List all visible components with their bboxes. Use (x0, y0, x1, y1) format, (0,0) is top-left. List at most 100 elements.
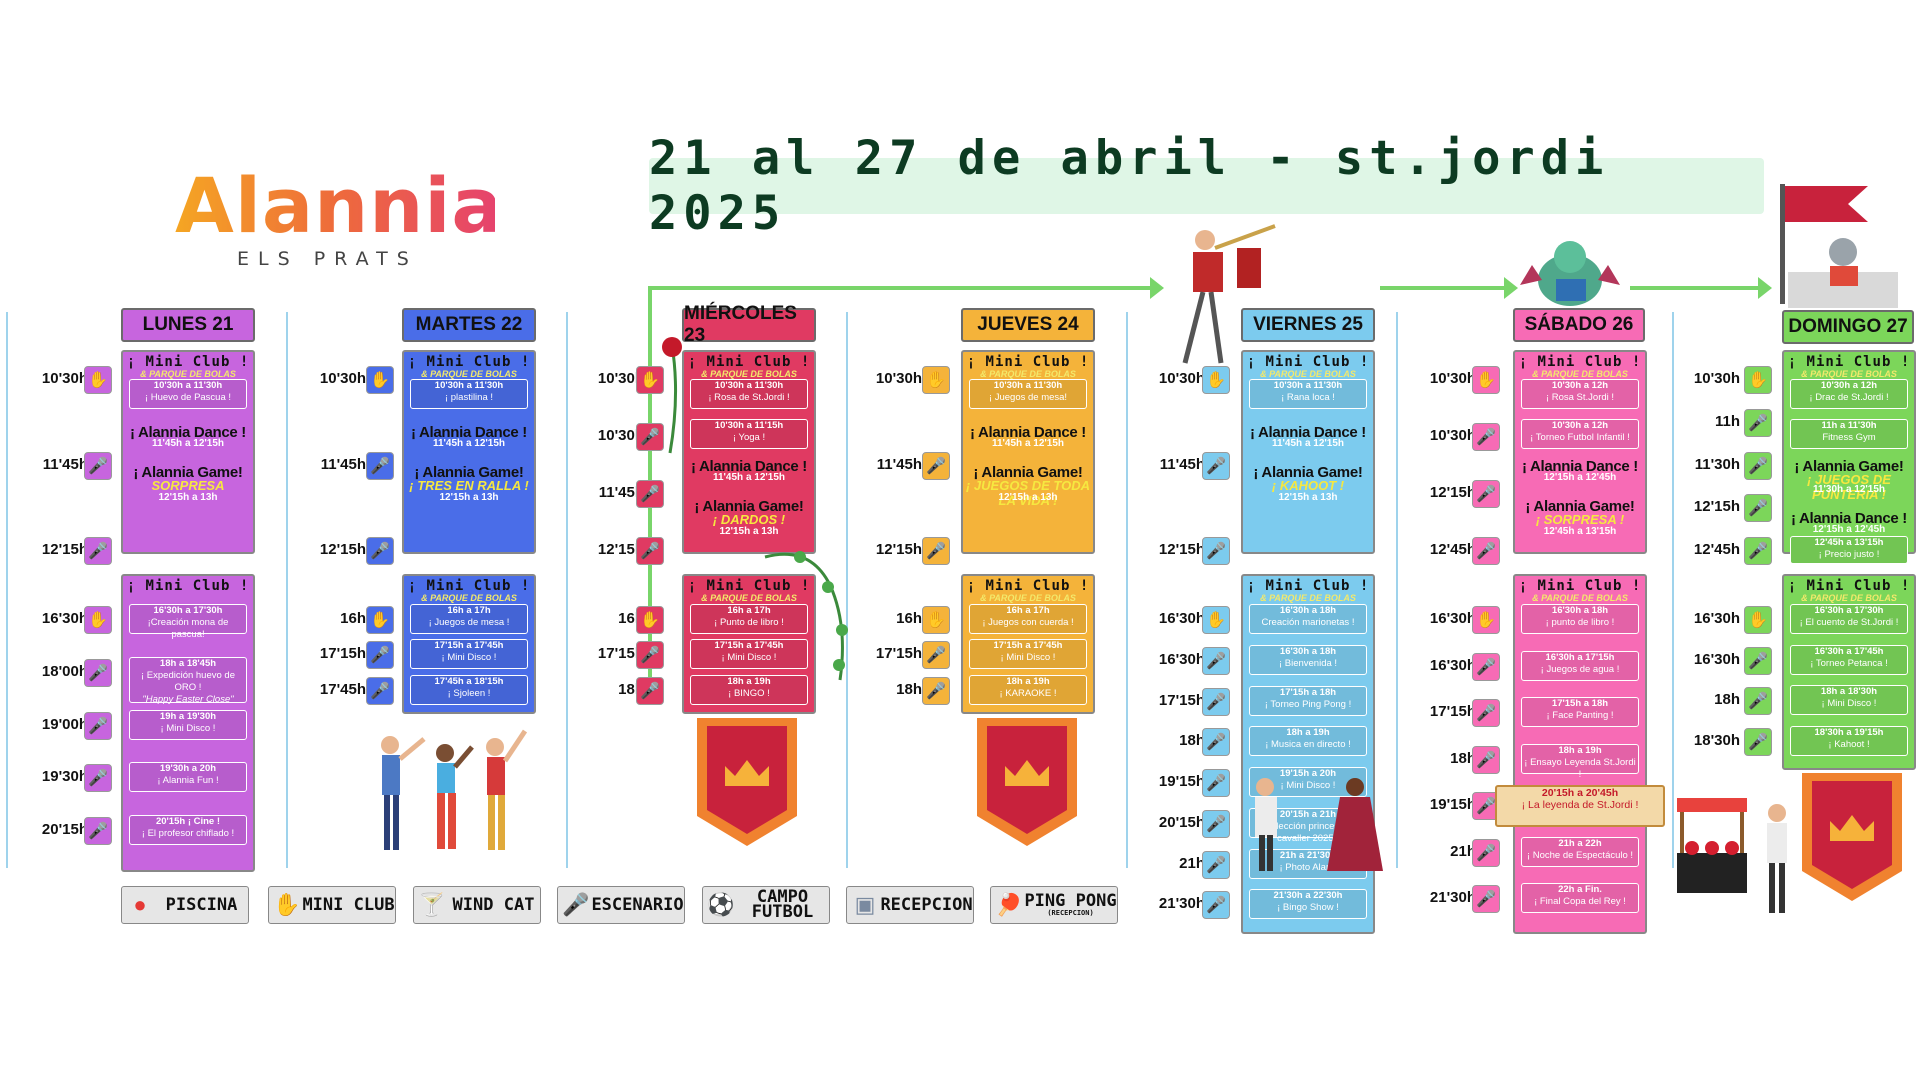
time-label: 12'15h (1429, 484, 1476, 501)
microphone-icon: 🎤 (84, 711, 112, 740)
time-label: 18h (1450, 749, 1476, 767)
logo-location: ELS PRATS (237, 248, 418, 270)
block-subtitle: & PARQUE DE BOLAS (701, 593, 797, 603)
time-label: 17'15h (319, 645, 366, 663)
event-activity: ¡ Musica en directo ! (1265, 739, 1351, 751)
microphone-icon: 🎤 (1744, 494, 1772, 523)
time-label: 21h (1450, 842, 1476, 860)
event-activity: ¡ BINGO ! (728, 687, 770, 699)
event-box: 10'30h a 11'30h¡ Rana loca ! (1249, 379, 1367, 409)
arrow-head-icon (1758, 277, 1772, 299)
mini-club-icon: ✋ (1202, 366, 1230, 394)
event-activity: ¡ punto de libro ! (1545, 617, 1615, 628)
event-activity: ¡ Torneo Ping Pong ! (1264, 698, 1352, 710)
event-time: 17'15h a 17'45h (434, 640, 504, 652)
block-title: ¡ Mini Club ! (407, 578, 531, 594)
event-activity: ¡ Elección princesa y cavaller 2025 ! (1264, 820, 1352, 844)
event-box: 16'30h a 17'30h¡ El cuento de St.Jordi ! (1790, 604, 1908, 634)
event-time: 18h a 18'30h (1820, 686, 1878, 697)
event-box: 22h a Fin.¡ Final Copa del Rey ! (1521, 883, 1639, 914)
microphone-icon: 🎤 (1472, 885, 1500, 914)
event-box: 21h a 22h¡ Noche de Espectáculo ! (1521, 836, 1639, 867)
event-time: 10'30h a 11'30h (714, 380, 784, 391)
microphone-icon: 🎤 (1744, 646, 1772, 675)
block-subtitle: & PARQUE DE BOLAS (701, 369, 797, 379)
big-activity: ¡ Alannia Dance ! (969, 424, 1087, 441)
rose-stall-illustration (1677, 798, 1787, 913)
event-box: 16h a 17h¡ Punto de libro ! (690, 604, 808, 634)
event-time: 16'30h a 17'15h (1545, 651, 1615, 663)
big-activity: ¡ Alannia Game! (1253, 464, 1363, 481)
event-activity: ¡ La leyenda de St.Jordi ! (1521, 799, 1639, 811)
event-activity: ¡ Expedición huevo de ORO ! (140, 669, 235, 693)
microphone-icon: 🎤 (1472, 838, 1500, 867)
big-activity-time: 12'15h a 13h (158, 492, 218, 503)
microphone-icon: 🎤 (84, 764, 112, 793)
time-label: 19'30h (41, 768, 88, 786)
legend-item: 🍸WIND CAT (413, 886, 541, 924)
legend-item: 🏓PING PONG(RECEPCION) (990, 886, 1118, 924)
legend-item: 🎤ESCENARIO (557, 886, 685, 924)
legend-label: RECEPCION (880, 896, 973, 913)
microphone-icon: 🎤 (1472, 423, 1500, 451)
time-label: 12'45h (1693, 541, 1740, 558)
time-label: 18h (618, 680, 644, 698)
microphone-icon: 🎤 (84, 537, 112, 565)
microphone-icon: 🎤 (84, 451, 112, 480)
time-label: 16'30h (1429, 610, 1476, 627)
big-activity-time: 12'15h a 12'45h (1543, 472, 1617, 483)
microphone-icon: 🎤 (636, 641, 664, 670)
legend-label: PING PONG(RECEPCION) (1024, 892, 1117, 917)
crown-banner-illustration (1802, 773, 1902, 901)
event-time: 16h a 17h (727, 605, 771, 616)
football-icon: ⚽ (707, 892, 735, 917)
time-label: 18'00h (41, 662, 88, 680)
event-box: 16'30h a 17'30h¡Creación mona de pascua! (129, 604, 247, 640)
microphone-icon: 🎤 (84, 658, 112, 687)
cocktail-icon: 🍸 (418, 892, 446, 917)
event-time: 18h a 19h (1006, 675, 1050, 687)
legend-label-text: CAMPO FUTBOL (751, 887, 814, 922)
legend-sublabel: (RECEPCION) (1047, 908, 1094, 917)
event-box: 10'30h a 12h¡ Torneo Futbol Infantil ! (1521, 419, 1639, 449)
big-activity: ¡ Alannia Game! (133, 464, 243, 481)
microphone-icon: 🎤 (1744, 687, 1772, 715)
block-subtitle: & PARQUE DE BOLAS (421, 593, 517, 603)
event-activity: ¡ Mini Disco ! (1000, 652, 1056, 664)
mini-club-icon: ✋ (636, 366, 664, 394)
time-label: 12'15h (1158, 541, 1205, 558)
event-time: 18'30h a 19'15h (1814, 726, 1884, 738)
time-label: 10'30h (875, 370, 922, 387)
knight-castle-illustration (1780, 184, 1898, 308)
event-box: 17'45h a 18'15h¡ Sjoleen ! (410, 674, 528, 705)
microphone-icon: 🎤 (636, 480, 664, 508)
event-box: 18'30h a 19'15h¡ Kahoot ! (1790, 725, 1908, 756)
time-label: 11'45h (598, 484, 644, 501)
day-header: VIERNES 25 (1241, 308, 1375, 342)
big-activity: ¡ Alannia Game! (414, 464, 524, 481)
event-activity: ¡ El cuento de St.Jordi ! (1799, 617, 1899, 628)
rose-vine-illustration (662, 337, 682, 454)
timeline-line (1630, 286, 1760, 290)
event-activity: ¡ KARAOKE ! (999, 687, 1057, 699)
mini-club-icon: ✋ (1744, 366, 1772, 394)
event-time: 18h a 19h (1558, 744, 1602, 756)
dancer-figure (436, 744, 474, 849)
column-divider (846, 312, 848, 868)
event-activity: ¡ Torneo Petanca ! (1810, 657, 1888, 669)
microphone-icon: 🎤 (922, 537, 950, 565)
event-box: 16'30h a 18h¡ Bienvenida ! (1249, 644, 1367, 675)
time-label: 10'30h (1429, 427, 1476, 444)
event-activity: ¡ Mini Disco ! (721, 652, 777, 664)
event-activity: ¡ Torneo Futbol Infantil ! (1530, 432, 1630, 443)
column-divider (286, 312, 288, 868)
event-box: 17'15h a 18h¡ Face Panting ! (1521, 697, 1639, 728)
